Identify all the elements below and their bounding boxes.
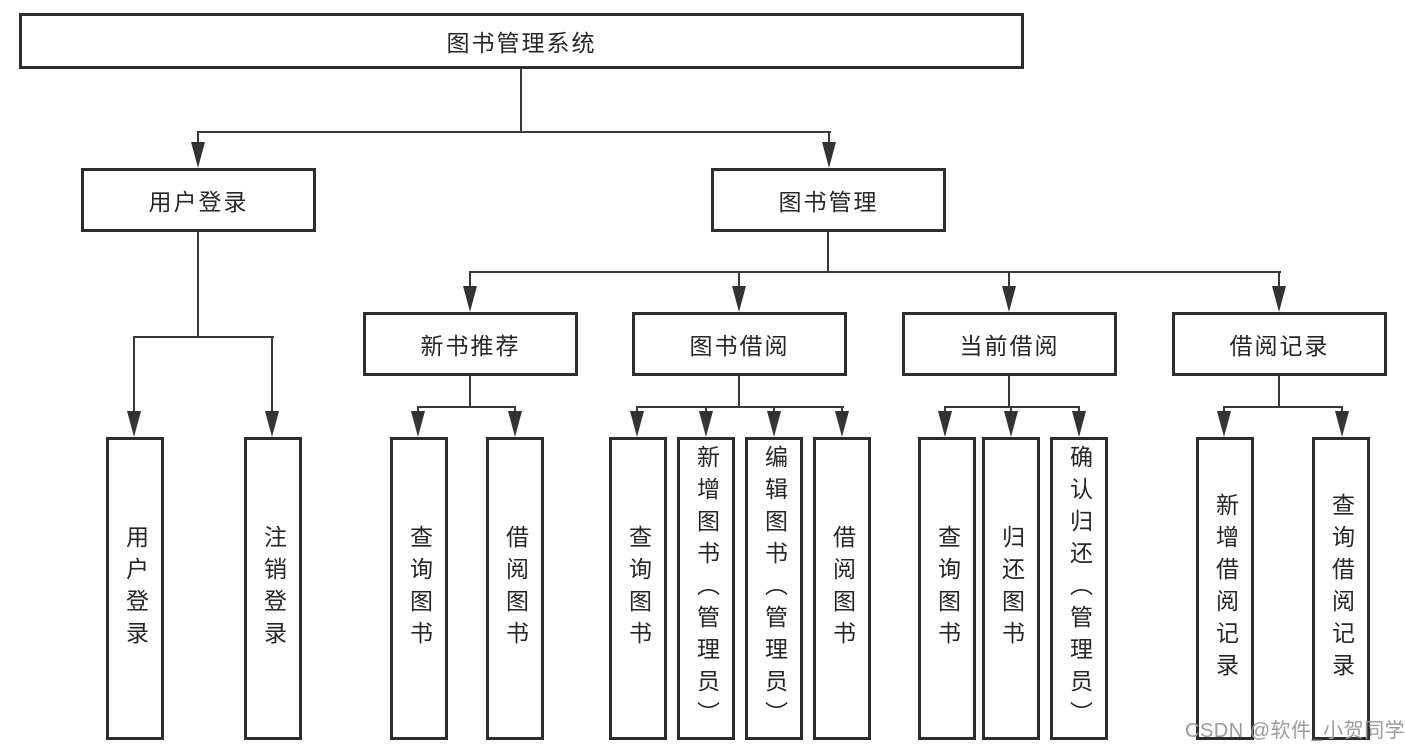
connector-line bbox=[841, 406, 843, 415]
connector-line bbox=[514, 406, 516, 415]
node-label: 图书管理系统 bbox=[446, 30, 597, 56]
connector-line bbox=[1010, 406, 1012, 415]
arrowhead-down-icon bbox=[938, 411, 952, 437]
connector-line bbox=[469, 271, 1281, 273]
node-borrow-records: 借阅记录 bbox=[1172, 312, 1387, 376]
arrowhead-down-icon bbox=[1272, 286, 1286, 312]
leaf-label: 借阅图书 bbox=[502, 524, 529, 653]
connector-line bbox=[944, 406, 946, 415]
leaf-label: 编辑图书（管理员） bbox=[761, 444, 788, 733]
leaf-label: 归还图书 bbox=[998, 524, 1025, 653]
arrowhead-down-icon bbox=[699, 411, 713, 437]
arrowhead-down-icon bbox=[265, 411, 279, 437]
watermark: CSDN @软件_小贺同学 bbox=[1185, 720, 1405, 742]
leaf-label: 新增借阅记录 bbox=[1212, 492, 1239, 685]
leaf-label: 确认归还（管理员） bbox=[1066, 444, 1093, 733]
leaf-borrow-borrow-books: 借阅图书 bbox=[813, 437, 871, 740]
connector-line bbox=[738, 271, 740, 289]
connector-line bbox=[636, 406, 638, 415]
connector-line bbox=[1278, 376, 1280, 407]
node-book-borrow: 图书借阅 bbox=[632, 312, 847, 376]
node-label: 用户登录 bbox=[148, 189, 249, 215]
connector-line bbox=[417, 406, 516, 408]
leaf-label: 查询借阅记录 bbox=[1328, 492, 1355, 685]
leaf-borrow-add-books-admin: 新增图书（管理员） bbox=[677, 437, 735, 740]
node-label: 借阅记录 bbox=[1229, 333, 1330, 359]
connector-line bbox=[828, 131, 830, 148]
leaf-current-return-books: 归还图书 bbox=[982, 437, 1040, 740]
node-label: 当前借阅 bbox=[959, 333, 1060, 359]
connector-line bbox=[636, 406, 844, 408]
connector-line bbox=[197, 131, 831, 133]
leaf-recommend-borrow-books: 借阅图书 bbox=[486, 437, 544, 740]
leaf-label: 注销登录 bbox=[260, 524, 287, 653]
arrowhead-down-icon bbox=[732, 286, 746, 312]
connector-line bbox=[705, 406, 707, 415]
node-root-system: 图书管理系统 bbox=[19, 13, 1024, 69]
connector-line bbox=[469, 271, 471, 289]
connector-line bbox=[944, 406, 1080, 408]
leaf-records-query-record: 查询借阅记录 bbox=[1312, 437, 1370, 740]
arrowhead-down-icon bbox=[767, 411, 781, 437]
node-label: 图书借阅 bbox=[689, 333, 790, 359]
leaf-logout: 注销登录 bbox=[244, 437, 302, 740]
connector-line bbox=[520, 69, 522, 131]
connector-line bbox=[773, 406, 775, 415]
connector-line bbox=[469, 376, 471, 407]
arrowhead-down-icon bbox=[1217, 411, 1231, 437]
node-user-login: 用户登录 bbox=[81, 168, 316, 232]
connector-line bbox=[738, 376, 740, 407]
leaf-borrow-query-books: 查询图书 bbox=[609, 437, 667, 740]
connector-line bbox=[271, 336, 273, 412]
connector-line bbox=[133, 336, 274, 338]
leaf-label: 查询图书 bbox=[625, 524, 652, 653]
arrowhead-down-icon bbox=[508, 411, 522, 437]
connector-line bbox=[197, 232, 199, 337]
arrowhead-down-icon bbox=[835, 411, 849, 437]
connector-line bbox=[1223, 406, 1225, 415]
connector-line bbox=[827, 232, 829, 272]
connector-line bbox=[1278, 271, 1280, 289]
leaf-current-confirm-return-admin: 确认归还（管理员） bbox=[1050, 437, 1108, 740]
leaf-label: 新增图书（管理员） bbox=[693, 444, 720, 733]
node-new-book-recommend: 新书推荐 bbox=[363, 312, 578, 376]
leaf-label: 用户登录 bbox=[122, 524, 149, 653]
connector-line bbox=[197, 131, 199, 148]
arrowhead-down-icon bbox=[822, 142, 836, 168]
connector-line bbox=[133, 336, 135, 412]
arrowhead-down-icon bbox=[411, 411, 425, 437]
arrowhead-down-icon bbox=[1072, 411, 1086, 437]
node-label: 图书管理 bbox=[778, 189, 879, 215]
connector-line bbox=[1008, 376, 1010, 407]
arrowhead-down-icon bbox=[463, 286, 477, 312]
connector-line bbox=[1078, 406, 1080, 415]
node-current-borrow: 当前借阅 bbox=[902, 312, 1117, 376]
connector-line bbox=[1008, 271, 1010, 289]
leaf-current-query-books: 查询图书 bbox=[918, 437, 976, 740]
connector-line bbox=[1341, 406, 1343, 415]
connector-line bbox=[1223, 406, 1343, 408]
leaf-user-login: 用户登录 bbox=[106, 437, 164, 740]
leaf-label: 查询图书 bbox=[406, 524, 433, 653]
leaf-borrow-edit-books-admin: 编辑图书（管理员） bbox=[745, 437, 803, 740]
arrowhead-down-icon bbox=[1002, 286, 1016, 312]
arrowhead-down-icon bbox=[630, 411, 644, 437]
arrowhead-down-icon bbox=[127, 411, 141, 437]
connector-line bbox=[417, 406, 419, 415]
leaf-label: 查询图书 bbox=[934, 524, 961, 653]
arrowhead-down-icon bbox=[191, 142, 205, 168]
node-book-management: 图书管理 bbox=[711, 168, 946, 232]
leaf-recommend-query-books: 查询图书 bbox=[390, 437, 448, 740]
arrowhead-down-icon bbox=[1335, 411, 1349, 437]
node-label: 新书推荐 bbox=[420, 333, 521, 359]
arrowhead-down-icon bbox=[1004, 411, 1018, 437]
leaf-records-add-record: 新增借阅记录 bbox=[1196, 437, 1254, 740]
leaf-label: 借阅图书 bbox=[829, 524, 856, 653]
